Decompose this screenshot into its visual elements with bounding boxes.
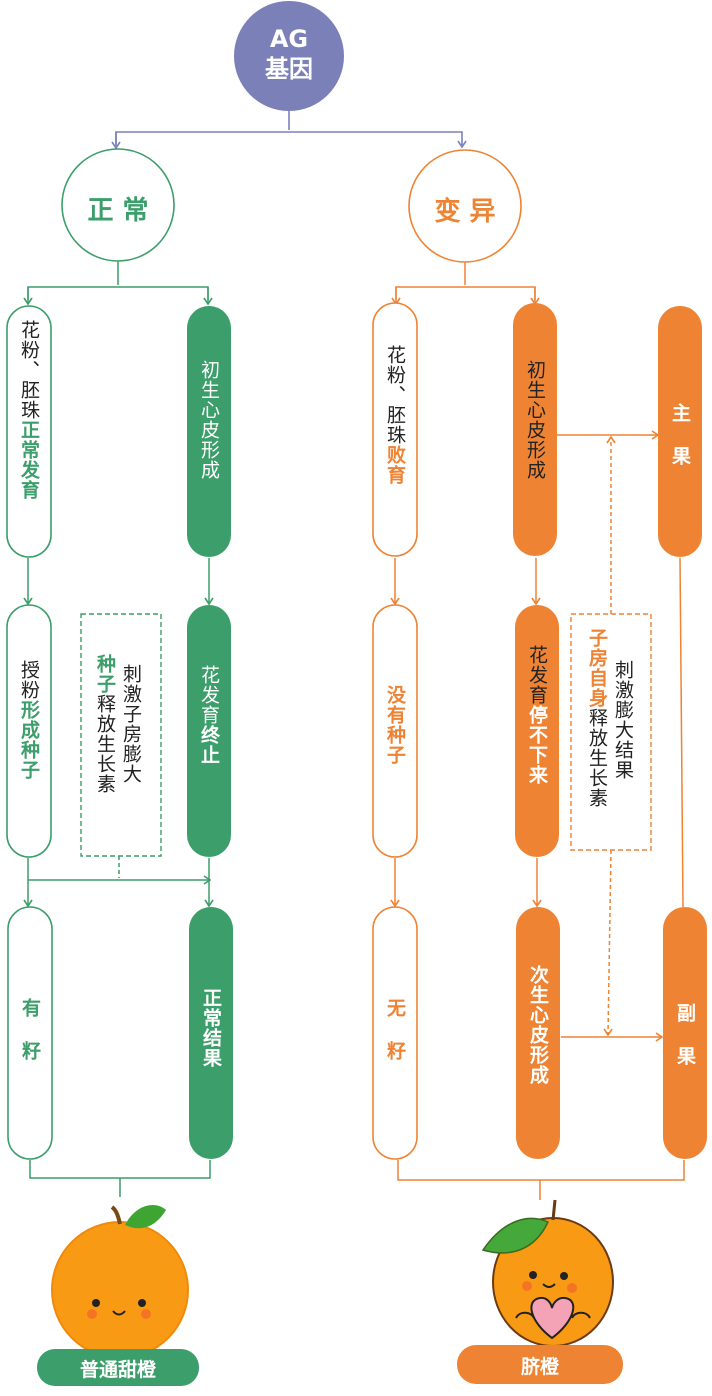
orange-illustration xyxy=(51,1205,189,1359)
root-label-line1: AG xyxy=(269,25,309,53)
mutant-pericarp-text: 初生心皮形成 xyxy=(524,360,546,480)
normal-note-col1: 刺激子房膨大 xyxy=(120,664,142,784)
root-label: AG 基因 xyxy=(234,24,344,84)
root-node xyxy=(234,1,344,111)
normal-stop-em: 终止 xyxy=(198,725,220,765)
normal-pollination-pre: 授粉 xyxy=(18,660,40,700)
mutant-sub-fruit-text: 副 果 xyxy=(674,1003,696,1066)
normal-note-box xyxy=(80,613,162,857)
mutant-connectors xyxy=(390,262,685,1200)
normal-result-badge-bg xyxy=(37,1349,199,1386)
mutant-flower-pill xyxy=(515,605,559,857)
mutant-pollen-pre: 花粉、胚珠 xyxy=(384,345,406,445)
mutant-seedless-text: 无 籽 xyxy=(384,998,406,1061)
normal-fruit-text: 正常结果 xyxy=(200,988,222,1068)
mutant-note-post: 释放生长素 xyxy=(586,708,608,808)
normal-connectors xyxy=(23,261,214,1197)
normal-stop-pill xyxy=(187,605,231,857)
normal-pollen-em: 正常发育 xyxy=(18,420,40,500)
root-label-line2: 基因 xyxy=(265,55,313,83)
root-connector xyxy=(111,111,467,150)
mutant-pollen-pill xyxy=(372,302,418,557)
mutant-note-col2: 子房自身释放生长素 xyxy=(586,628,608,808)
normal-seeded-text: 有 籽 xyxy=(19,998,41,1061)
mutant-note-col1: 刺激膨大结果 xyxy=(612,660,634,780)
mutant-flower-pre: 花发育 xyxy=(526,645,548,705)
mutant-flower-text: 花发育停不下来 xyxy=(526,645,548,785)
mutant-noseed-pill xyxy=(372,604,418,858)
normal-fruit-pill xyxy=(189,907,233,1159)
normal-note-col2: 种子释放生长素 xyxy=(94,654,116,794)
normal-pericarp-text: 初生心皮形成 xyxy=(198,360,220,480)
normal-pollen-pill xyxy=(6,305,52,558)
normal-note-em: 种子 xyxy=(94,654,116,694)
mutant-note-em: 子房自身 xyxy=(586,628,608,708)
normal-pollen-pre: 花粉、胚珠 xyxy=(18,320,40,420)
mutant-pollen-em: 败育 xyxy=(384,445,406,485)
normal-result-label: 普通甜橙 xyxy=(79,1359,156,1381)
normal-pollination-em: 形成种子 xyxy=(18,700,40,780)
mutant-secondary-pill xyxy=(516,907,560,1159)
navel-orange-illustration xyxy=(481,1199,614,1347)
mutant-note-box xyxy=(570,613,652,851)
normal-seeded-pill xyxy=(7,906,53,1160)
mutant-main-fruit-text: 主 果 xyxy=(669,403,691,466)
mutant-pericarp-pill xyxy=(513,303,557,556)
normal-title: 正 常 xyxy=(87,196,149,226)
mutant-result-badge-bg xyxy=(457,1345,623,1384)
mutant-title: 变 异 xyxy=(434,197,496,227)
normal-note-post: 释放生长素 xyxy=(94,694,116,794)
normal-stop-pre: 花发育 xyxy=(198,665,220,725)
normal-pollination-text: 授粉形成种子 xyxy=(18,660,40,780)
normal-pollen-text: 花粉、胚珠正常发育 xyxy=(18,320,40,500)
mutant-sub-fruit-pill xyxy=(663,907,707,1159)
mutant-secondary-text: 次生心皮形成 xyxy=(527,965,549,1085)
normal-pollination-pill xyxy=(6,604,52,858)
mutant-note-pre: 刺激膨大结果 xyxy=(612,660,634,780)
mutant-main-fruit-pill xyxy=(658,306,702,557)
mutant-result-label: 脐橙 xyxy=(520,1356,559,1378)
normal-pericarp-pill xyxy=(187,306,231,557)
mutant-seedless-pill xyxy=(372,906,418,1160)
normal-stop-text: 花发育终止 xyxy=(198,665,220,765)
mutant-noseed-text: 没有种子 xyxy=(384,685,406,765)
normal-note-pre: 刺激子房膨大 xyxy=(120,664,142,784)
mutant-pollen-text: 花粉、胚珠败育 xyxy=(384,345,406,485)
mutant-flower-em: 停不下来 xyxy=(526,705,548,785)
